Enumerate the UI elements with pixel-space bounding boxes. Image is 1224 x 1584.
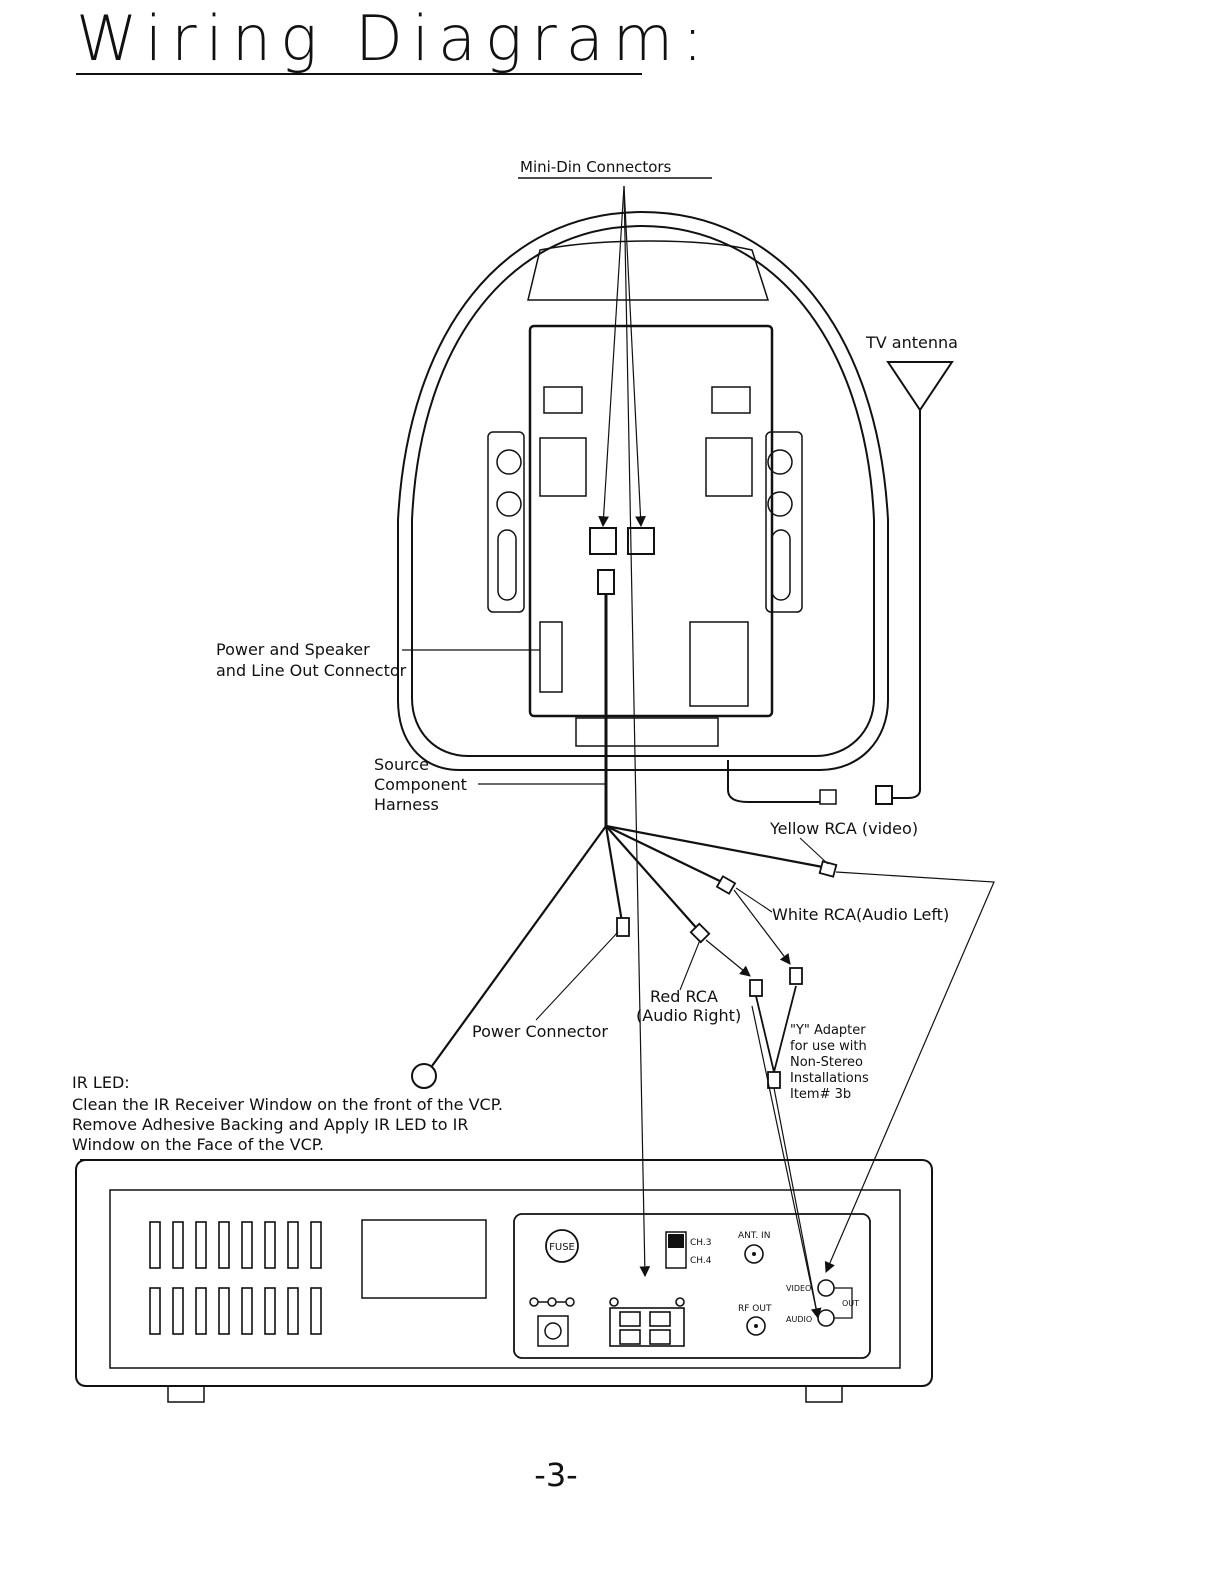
video-label: VIDEO: [786, 1284, 811, 1293]
ant-in-jack-pin: [752, 1252, 756, 1256]
label-red-rca-2: (Audio Right): [636, 1006, 741, 1025]
mini-din-arrow-1: [598, 185, 625, 528]
audio-label: AUDIO: [786, 1315, 812, 1324]
vent-slot: [195, 1221, 207, 1269]
vcp-unit: [75, 1159, 933, 1403]
white-to-y-arrow: [733, 889, 791, 965]
red-rca-plug: [689, 922, 711, 944]
vent-slot: [149, 1221, 161, 1269]
label-tv-antenna: TV antenna: [865, 333, 958, 352]
red-to-y-arrow: [705, 939, 751, 977]
ant-in-jack: [744, 1244, 764, 1264]
yellow-to-video-arrow: [824, 871, 995, 1273]
label-y-adapter-4: Installations: [790, 1071, 869, 1086]
label-y-adapter-5: Item# 3b: [790, 1087, 851, 1102]
label-ir-led-3: Window on the Face of the VCP.: [72, 1135, 324, 1154]
fuse-icon: [545, 1229, 579, 1263]
dc-power-jack: [529, 1297, 575, 1347]
yellow-leader: [799, 837, 829, 865]
channel-switch-knob: [668, 1234, 684, 1248]
label-y-adapter-2: for use with: [790, 1039, 867, 1054]
label-ir-led-2: Remove Adhesive Backing and Apply IR LED…: [72, 1115, 468, 1134]
label-y-adapter-3: Non-Stereo: [790, 1055, 863, 1070]
vent-slot: [264, 1287, 276, 1335]
y-to-audio-arrow: [773, 1087, 822, 1320]
ch3-label: CH.3: [690, 1238, 711, 1248]
label-line-out: and Line Out Connector: [216, 661, 407, 680]
headrest-monitor: [397, 210, 889, 805]
label-power-speaker: Power and Speaker: [216, 640, 370, 659]
label-red-rca-1: Red RCA: [650, 987, 718, 1006]
mini-din-panel-connector: [609, 1297, 685, 1347]
audio-out-jack: [817, 1309, 835, 1327]
page-title: Wiring Diagram:: [76, 2, 712, 75]
vent-slot: [241, 1221, 253, 1269]
red-leader: [679, 939, 701, 991]
page-number: -3-: [534, 1456, 577, 1494]
label-yellow-rca: Yellow RCA (video): [769, 819, 918, 838]
out-label: OUT: [842, 1299, 859, 1308]
vent-slot: [172, 1287, 184, 1335]
harness-plug: [597, 569, 615, 595]
out-bracket: [834, 1287, 853, 1319]
rf-out-jack-pin: [754, 1324, 758, 1328]
label-power-connector: Power Connector: [472, 1022, 608, 1041]
vent-slot: [287, 1221, 299, 1269]
vent-slot: [310, 1221, 322, 1269]
power-plug: [616, 917, 630, 937]
label-harness: Harness: [374, 795, 439, 814]
vent-slot: [218, 1221, 230, 1269]
fuse-label: FUSE: [549, 1242, 575, 1253]
white-leader: [735, 887, 773, 913]
vent-slot: [287, 1287, 299, 1335]
vent-slot: [149, 1287, 161, 1335]
label-y-adapter-1: "Y" Adapter: [790, 1023, 866, 1038]
harness-branches: [431, 824, 829, 1067]
label-ir-led-title: IR LED:: [72, 1073, 130, 1092]
vent-slot: [241, 1287, 253, 1335]
ch4-label: CH.4: [690, 1256, 712, 1266]
vent-slot: [264, 1221, 276, 1269]
label-component: Component: [374, 775, 467, 794]
vent-slot: [195, 1287, 207, 1335]
mini-din-arrow-2: [623, 185, 646, 528]
label-white-rca: White RCA(Audio Left): [772, 905, 949, 924]
rf-out-jack: [746, 1316, 766, 1336]
yellow-rca-plug: [818, 860, 838, 878]
ant-in-label: ANT. IN: [738, 1231, 770, 1241]
antenna-icon: [875, 361, 954, 805]
red-to-audio-arrow: [751, 1005, 819, 1319]
mini-din-socket-left: [589, 527, 617, 555]
rf-out-label: RF OUT: [738, 1304, 772, 1314]
vent-slot: [172, 1221, 184, 1269]
channel-switch: [665, 1231, 687, 1269]
ir-led-icon: [411, 1063, 437, 1089]
white-rca-plug: [715, 875, 737, 895]
label-mini-din-connectors: Mini-Din Connectors: [520, 158, 672, 176]
video-out-jack: [817, 1279, 835, 1297]
mini-din-arrow-3: [623, 185, 651, 1278]
power-connector-leader: [535, 931, 619, 1021]
vent-slot: [310, 1287, 322, 1335]
mini-din-socket-right: [627, 527, 655, 555]
label-ir-led-1: Clean the IR Receiver Window on the fron…: [72, 1095, 503, 1114]
vent-slot: [218, 1287, 230, 1335]
label-source: Source: [374, 755, 429, 774]
vcp-vents: [149, 1221, 322, 1335]
